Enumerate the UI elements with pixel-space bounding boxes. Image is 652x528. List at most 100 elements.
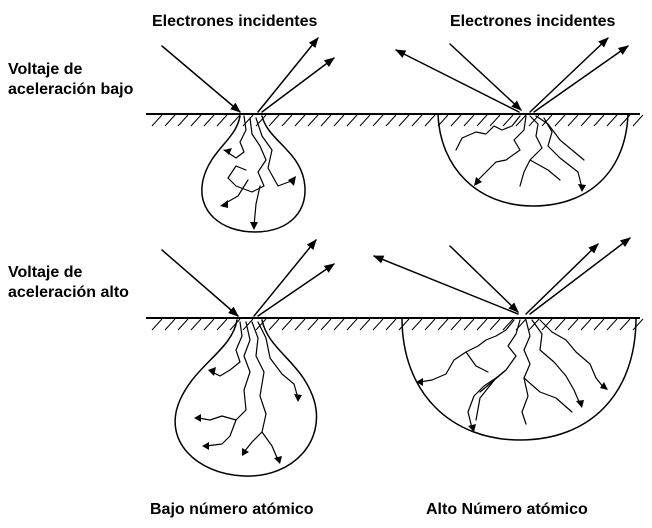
surface-hatch-mark <box>632 318 644 331</box>
surface-hatch-mark <box>281 318 293 331</box>
incident-beam-arrow <box>161 249 239 317</box>
surface-hatch-mark <box>411 114 423 127</box>
surface-hatch-mark <box>229 318 241 331</box>
backscatter-arrow <box>533 45 629 113</box>
surface-hatch-mark <box>346 318 358 331</box>
surface-hatch-mark <box>203 318 215 331</box>
surface-hatch-mark <box>281 114 293 127</box>
surface-hatch-mark <box>255 318 267 331</box>
incident-electrons-left-label: Electrones incidentes <box>152 13 318 30</box>
surface-hatch-mark <box>502 318 514 331</box>
backscatter-arrow <box>395 49 520 113</box>
surface-hatch-mark <box>320 318 332 331</box>
surface-hatch-mark <box>567 114 579 127</box>
surface-hatch-mark <box>463 318 475 331</box>
backscatter-arrow <box>529 237 631 315</box>
surface-hatch-mark <box>541 114 553 127</box>
surface-hatch-mark <box>450 114 462 127</box>
surface-hatch-mark <box>385 318 397 331</box>
surface-hatch-mark <box>476 114 488 127</box>
surface-hatch-mark <box>151 114 163 127</box>
surface-hatch-mark <box>268 114 280 127</box>
low-atomic-number-label: Bajo número atómico <box>150 501 314 518</box>
surface-hatch-mark <box>424 318 436 331</box>
surface-hatch-mark <box>398 318 410 331</box>
surface-hatch-mark <box>619 318 631 331</box>
surface-hatch-mark <box>190 318 202 331</box>
surface-hatch-mark <box>450 318 462 331</box>
interaction-volume-top-right <box>395 37 629 207</box>
surface-hatch-mark <box>554 114 566 127</box>
surface-hatch-mark <box>359 318 371 331</box>
surface-hatch-mark <box>463 114 475 127</box>
surface-hatch-mark <box>190 114 202 127</box>
incident-beam-arrow <box>449 245 519 313</box>
surface-hatch-mark <box>580 318 592 331</box>
surface-hatch-mark <box>307 318 319 331</box>
low-voltage-label-line2: aceleración bajo <box>8 81 134 98</box>
surface-hatch-mark <box>203 114 215 127</box>
surface-hatch-mark <box>554 318 566 331</box>
surface-hatch-mark <box>606 318 618 331</box>
surface-hatch-mark <box>151 318 163 331</box>
surface-hatch-mark <box>606 114 618 127</box>
backscatter-arrow <box>261 57 335 113</box>
surface-hatch-mark <box>372 318 384 331</box>
surface-hatch-mark <box>385 114 397 127</box>
incident-beam-arrow <box>449 43 522 111</box>
surface-hatch-mark <box>437 114 449 127</box>
backscatter-arrow <box>373 255 519 315</box>
surface-hatch-mark <box>372 114 384 127</box>
surface-hatch-mark <box>177 318 189 331</box>
surface-hatch-mark <box>177 114 189 127</box>
surface-hatch-mark <box>242 318 254 331</box>
surface-hatch-mark <box>164 318 176 331</box>
surface-hatch-mark <box>489 318 501 331</box>
backscatter-arrow <box>257 37 319 113</box>
interaction-volume-bottom-right <box>373 237 637 441</box>
backscatter-arrow <box>525 243 599 315</box>
incident-beam-arrow <box>161 45 241 113</box>
surface-hatch-mark <box>424 114 436 127</box>
surface-hatch-mark <box>476 318 488 331</box>
surface-hatch-mark <box>320 114 332 127</box>
surface-hatch-mark <box>346 114 358 127</box>
surface-hatch-mark <box>294 114 306 127</box>
surface-hatch-mark <box>437 318 449 331</box>
surface-hatch-mark <box>229 114 241 127</box>
surface-hatch-mark <box>541 318 553 331</box>
interaction-volume-top-left <box>161 37 335 233</box>
backscatter-arrow <box>529 37 609 113</box>
surface-top <box>146 113 644 127</box>
interaction-volume-bottom-left <box>161 239 335 477</box>
backscatter-arrow <box>253 239 317 317</box>
backscatter-arrow <box>257 263 335 317</box>
surface-hatch-mark <box>593 114 605 127</box>
high-voltage-label-line1: Voltaje de <box>8 264 83 281</box>
surface-hatch-mark <box>580 114 592 127</box>
high-voltage-label-line2: aceleración alto <box>8 284 129 301</box>
surface-hatch-mark <box>307 114 319 127</box>
surface-hatch-mark <box>268 318 280 331</box>
incident-electrons-right-label: Electrones incidentes <box>450 13 616 30</box>
surface-hatch-mark <box>294 318 306 331</box>
surface-hatch-mark <box>216 114 228 127</box>
low-voltage-label-line1: Voltaje de <box>8 61 83 78</box>
surface-hatch-mark <box>164 114 176 127</box>
surface-hatch-mark <box>489 114 501 127</box>
surface-hatch-mark <box>632 114 644 127</box>
surface-hatch-mark <box>528 318 540 331</box>
surface-hatch-mark <box>567 318 579 331</box>
surface-hatch-mark <box>216 318 228 331</box>
surface-hatch-mark <box>411 318 423 331</box>
high-atomic-number-label: Alto Número atómico <box>426 501 588 518</box>
surface-hatch-mark <box>333 114 345 127</box>
surface-hatch-mark <box>398 114 410 127</box>
surface-bottom <box>146 317 644 331</box>
surface-hatch-mark <box>593 318 605 331</box>
surface-hatch-mark <box>359 114 371 127</box>
surface-hatch-mark <box>515 114 527 127</box>
surface-hatch-mark <box>333 318 345 331</box>
